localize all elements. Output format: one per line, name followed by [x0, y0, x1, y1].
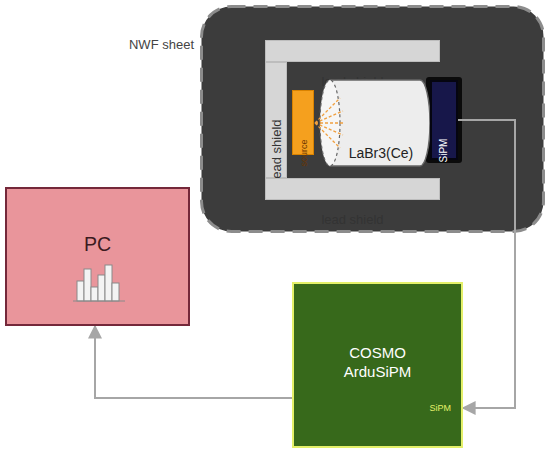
node-label: SiPM: [439, 138, 450, 162]
node-label: PC: [7, 233, 188, 256]
port-label: SiPM: [429, 403, 451, 413]
lead-shield: lead shield: [265, 40, 440, 62]
histogram-icon: [7, 189, 192, 328]
nwf-sheet: NWF sheetlead shieldlead shieldsourceLaB…: [200, 5, 545, 233]
node-label: NWF sheet: [129, 37, 194, 52]
node-label: lead shield: [321, 212, 383, 227]
node-label: lead shield: [269, 119, 284, 181]
node-label: COSMO ArduSiPM: [323, 343, 433, 382]
signal-connector: [458, 120, 515, 408]
lead-shield: lead shield: [265, 62, 287, 178]
node-label: LaBr3(Ce): [349, 145, 414, 161]
gamma-source: source: [292, 90, 314, 155]
signal-connector: [95, 326, 292, 398]
scintillator-crystal: LaBr3(Ce): [318, 76, 432, 170]
pc-box: PC: [5, 187, 190, 326]
lead-shield: lead shield: [265, 178, 440, 200]
node-label: source: [298, 139, 308, 166]
sipm-housing: [426, 77, 462, 163]
readout-board: COSMO ArduSiPM SiPM: [292, 282, 463, 448]
sipm-sensor: SiPM: [430, 80, 458, 160]
